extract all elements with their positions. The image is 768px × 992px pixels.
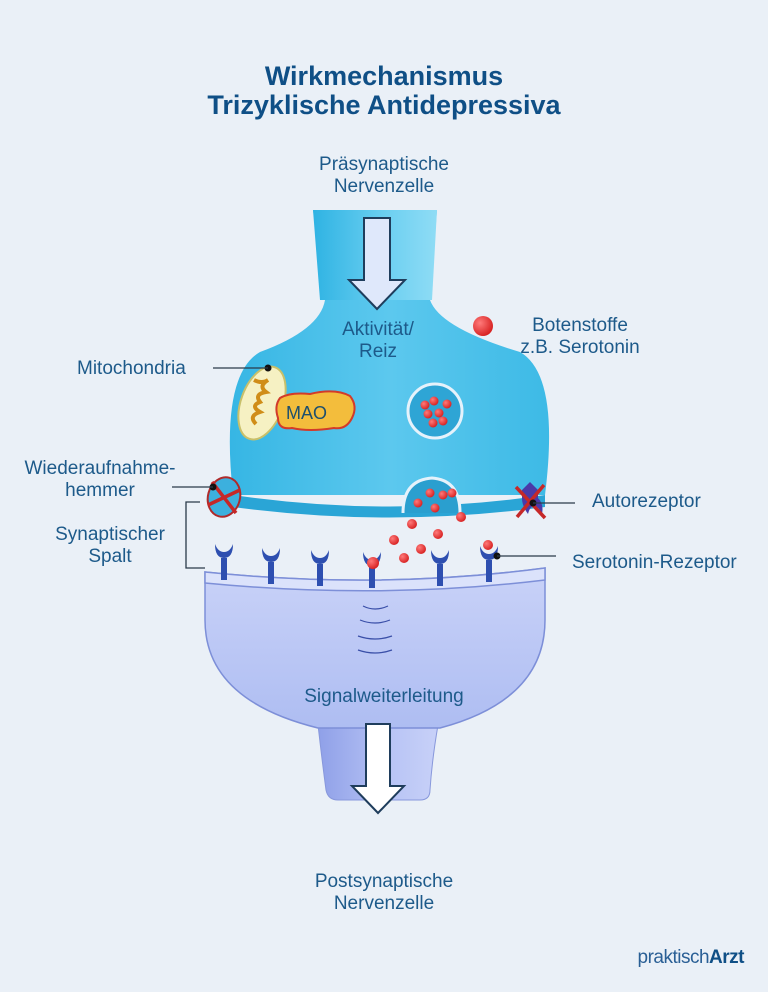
presynaptic-label-line1: Präsynaptische	[319, 154, 449, 175]
synaptic-cleft-label: Synaptischer Spalt	[40, 524, 180, 568]
page-title: Wirkmechanismus Trizyklische Antidepress…	[0, 62, 768, 120]
postsynaptic-label-line2: Nervenzelle	[333, 893, 435, 914]
activity-label-line1: Aktivität/	[342, 319, 414, 340]
brand-bold: Arzt	[709, 947, 744, 968]
callout-lines	[172, 367, 575, 569]
autoreceptor-label: Autorezeptor	[592, 491, 701, 512]
serotonin-legend-icon	[473, 316, 493, 336]
serotonin-molecules	[389, 512, 493, 563]
down-arrow-icon	[346, 217, 408, 311]
messenger-label: Botenstoffe z.B. Serotonin	[500, 315, 660, 359]
presynaptic-label: Präsynaptische Nervenzelle	[264, 154, 504, 198]
postsynaptic-label-line1: Postsynaptische	[314, 871, 454, 892]
mao-label: MAO	[286, 403, 328, 423]
title-line-2: Trizyklische Antidepressiva	[207, 90, 561, 120]
signal-waves	[357, 605, 393, 654]
messenger-label-line1: Botenstoffe	[532, 315, 628, 336]
postsynaptic-label: Postsynaptische Nervenzelle	[264, 871, 504, 915]
fusing-vesicle	[401, 476, 462, 514]
signal-transmission-label: Signalweiterleitung	[304, 686, 464, 707]
serotonin-receptor-label: Serotonin-Rezeptor	[572, 552, 737, 573]
brand-light: praktisch	[637, 947, 710, 968]
cleft-label-line1: Synaptischer	[55, 524, 165, 545]
reuptake-label-line1: Wiederaufnahme-	[24, 458, 176, 479]
activity-label-line2: Reiz	[358, 341, 397, 362]
brand-logo: praktischArzt	[637, 947, 745, 969]
mitochondria-label: Mitochondria	[77, 358, 186, 379]
down-arrow-icon-post	[349, 723, 407, 815]
title-line-1: Wirkmechanismus	[264, 61, 504, 91]
mao-enzyme	[275, 390, 356, 431]
autoreceptor-blocked	[514, 482, 547, 520]
messenger-label-line2: z.B. Serotonin	[520, 337, 640, 358]
presynaptic-bottom-membrane	[233, 495, 545, 518]
reuptake-inhibitor-label: Wiederaufnahme- hemmer	[20, 458, 180, 502]
cleft-label-line2: Spalt	[88, 546, 132, 567]
bound-serotonin	[367, 557, 379, 569]
presynaptic-label-line2: Nervenzelle	[333, 176, 435, 197]
reuptake-label-line2: hemmer	[65, 480, 135, 501]
vesicle	[406, 382, 464, 440]
activity-label: Aktivität/ Reiz	[318, 319, 438, 363]
